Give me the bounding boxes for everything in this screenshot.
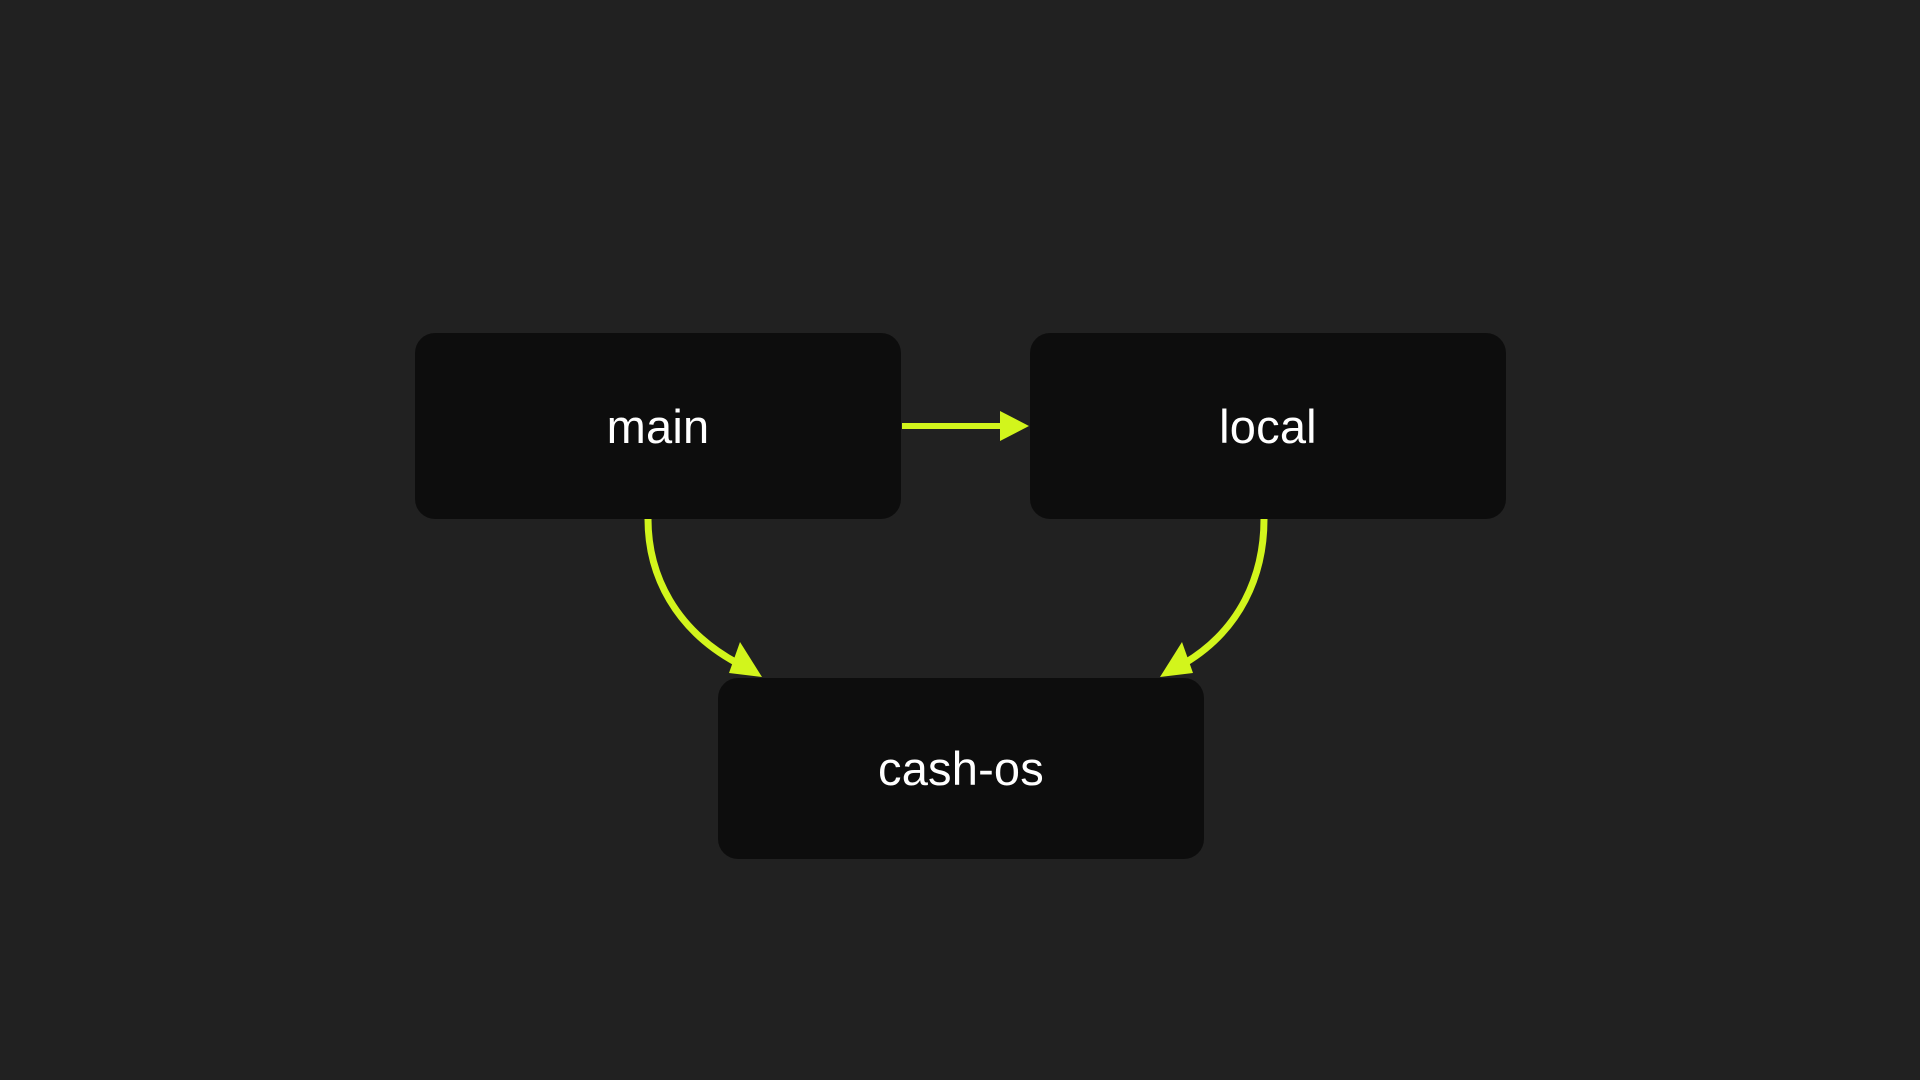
edge-main-to-cash-os bbox=[644, 518, 762, 677]
edge-local-to-cash-os bbox=[1160, 518, 1268, 677]
edge-local-to-cash-os-line bbox=[1183, 518, 1268, 667]
edge-main-to-local-arrowhead bbox=[1000, 411, 1029, 441]
edge-main-to-cash-os-line bbox=[644, 518, 739, 667]
edge-local-to-cash-os-arrowhead bbox=[1160, 642, 1193, 677]
edge-main-to-local bbox=[902, 411, 1029, 441]
graph-node-cash-os-label: cash-os bbox=[878, 742, 1044, 795]
graph-node-cash-os[interactable]: cash-os bbox=[718, 678, 1204, 859]
graph-node-main-label: main bbox=[606, 399, 710, 453]
graph-node-local[interactable]: local bbox=[1030, 333, 1506, 519]
graph-node-main[interactable]: main bbox=[415, 333, 901, 519]
edge-main-to-cash-os-arrowhead bbox=[729, 642, 762, 677]
graph-node-local-label: local bbox=[1219, 399, 1317, 453]
